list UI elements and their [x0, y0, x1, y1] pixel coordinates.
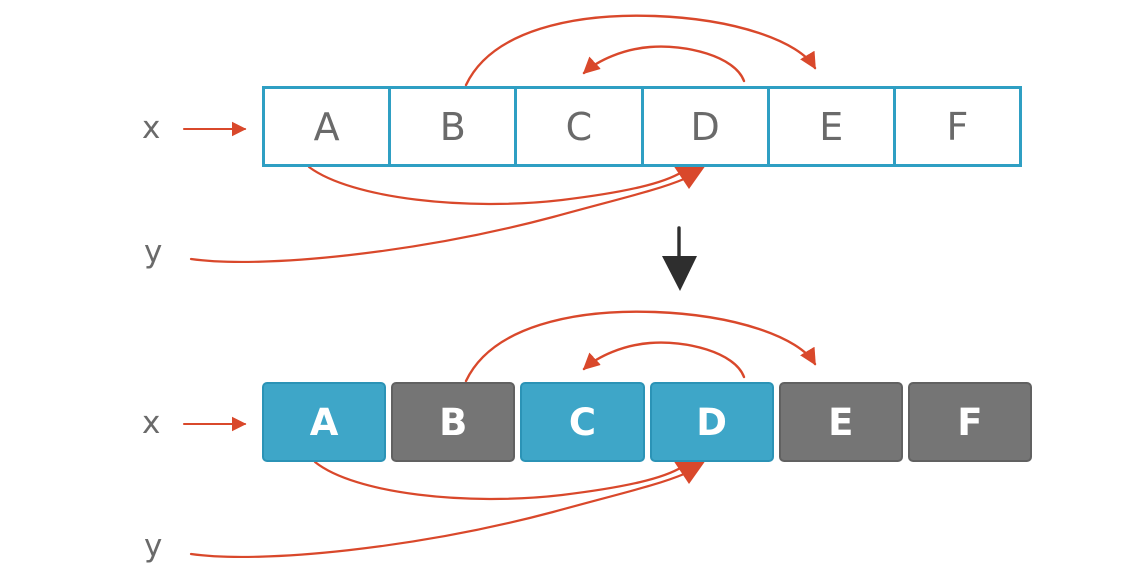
array-bottom-cell-c: C [520, 382, 645, 462]
cell-label: E [828, 400, 854, 444]
array-top-cell-e: E [769, 89, 896, 164]
cell-label: C [565, 104, 593, 149]
d-marker-arrowhead-bottom-icon [673, 460, 706, 484]
pointer-y-label-bottom: y [144, 528, 163, 564]
array-bottom-cell-b: B [391, 382, 516, 462]
array-top-cell-d: D [643, 89, 770, 164]
pointer-x-label-bottom: x [142, 405, 161, 441]
array-top-cell-f: F [895, 89, 1020, 164]
cell-label: D [690, 104, 720, 149]
transform-down-arrow-head-icon [662, 256, 697, 291]
under-arc-a-to-d-bottom-icon [313, 460, 684, 501]
cell-label: F [946, 104, 969, 149]
d-marker-arrowhead-top-icon [673, 165, 706, 189]
under-arc-a-to-d-top-icon [307, 165, 684, 206]
cell-label: F [957, 400, 983, 444]
swap-arc-d-to-c-top-icon [582, 45, 746, 83]
array-top-cell-c: C [517, 89, 644, 164]
array-bottom: A B C D E F [262, 382, 1033, 462]
pointer-y-curve-top-icon [189, 177, 686, 264]
array-bottom-cell-f: F [907, 382, 1033, 462]
pointer-x-label-top: x [142, 110, 161, 146]
cell-label: A [313, 104, 340, 149]
cell-label: C [568, 400, 596, 444]
cell-label: D [696, 400, 727, 444]
array-top: A B C D E F [262, 86, 1022, 167]
array-top-cell-a: A [265, 89, 392, 164]
cell-label: E [819, 104, 844, 149]
pointer-y-curve-bottom-icon [189, 472, 686, 559]
array-bottom-cell-d: D [649, 382, 774, 462]
swap-arc-d-to-c-bottom-icon [582, 341, 746, 379]
cell-label: B [439, 400, 468, 444]
swap-arc-b-to-e-top-icon [464, 14, 817, 87]
array-bottom-cell-a: A [262, 382, 387, 462]
array-bottom-cell-e: E [778, 382, 903, 462]
cell-label: A [309, 400, 339, 444]
swap-arc-b-to-e-bottom-icon [464, 310, 817, 383]
array-top-cell-b: B [391, 89, 518, 164]
cell-label: B [439, 104, 466, 149]
pointer-y-label-top: y [144, 234, 163, 270]
